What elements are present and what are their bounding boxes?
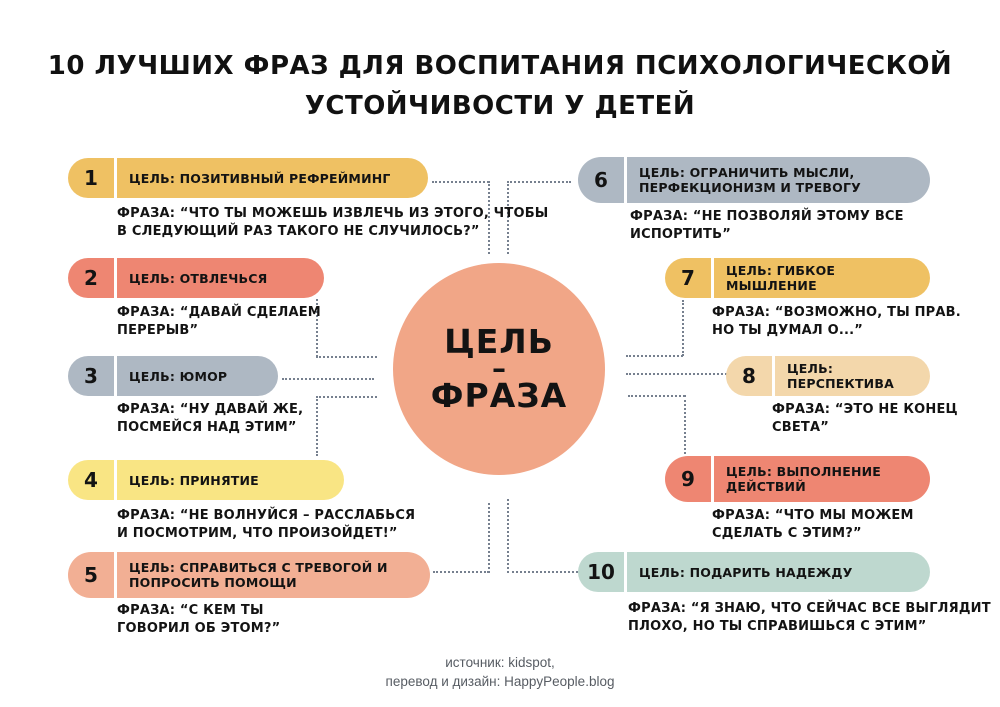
pill-divider <box>711 456 714 502</box>
item-7-pill: 7 ЦЕЛЬ: ГИБКОЕ МЫШЛЕНИЕ <box>665 258 930 298</box>
pill-divider <box>114 460 117 500</box>
item-goal: ЦЕЛЬ: ОГРАНИЧИТЬ МЫСЛИ, ПЕРФЕКЦИОНИЗМ И … <box>639 165 861 195</box>
center-word-phrase: ФРАЗА <box>430 376 568 415</box>
item-goal: ЦЕЛЬ: ГИБКОЕ МЫШЛЕНИЕ <box>726 263 836 293</box>
footer-credit: источник: kidspot, перевод и дизайн: Hap… <box>385 655 615 689</box>
item-phrase: ФРАЗА: “ВОЗМОЖНО, ТЫ ПРАВ. НО ТЫ ДУМАЛ О… <box>712 305 961 338</box>
center-dash: – <box>492 352 506 385</box>
item-goal: ЦЕЛЬ: ВЫПОЛНЕНИЕ ДЕЙСТВИЙ <box>726 464 882 494</box>
item-number: 3 <box>84 364 98 388</box>
connector-line <box>682 300 684 356</box>
item-goal: ЦЕЛЬ: ПЕРСПЕКТИВА <box>787 361 894 391</box>
pill-divider <box>114 552 117 598</box>
item-phrase: ФРАЗА: “ЭТО НЕ КОНЕЦ СВЕТА” <box>772 402 958 435</box>
connector-line <box>316 396 318 456</box>
item-goal: ЦЕЛЬ: ПОЗИТИВНЫЙ РЕФРЕЙМИНГ <box>129 170 391 186</box>
connector-line <box>433 571 489 573</box>
page-title: 10 ЛУЧШИХ ФРАЗ ДЛЯ ВОСПИТАНИЯ ПСИХОЛОГИЧ… <box>47 51 953 121</box>
item-6-pill: 6 ЦЕЛЬ: ОГРАНИЧИТЬ МЫСЛИ, ПЕРФЕКЦИОНИЗМ … <box>578 157 930 203</box>
item-3-pill: 3 ЦЕЛЬ: ЮМОР <box>68 356 278 396</box>
item-9-pill: 9 ЦЕЛЬ: ВЫПОЛНЕНИЕ ДЕЙСТВИЙ <box>665 456 930 502</box>
item-phrase: ФРАЗА: “НЕ ПОЗВОЛЯЙ ЭТОМУ ВСЕ ИСПОРТИТЬ” <box>630 209 904 242</box>
pill-divider <box>624 552 627 592</box>
connector-line <box>628 395 685 397</box>
connector-line <box>316 396 377 398</box>
item-number: 7 <box>681 266 695 290</box>
connector-line <box>626 373 727 375</box>
pill-divider <box>772 356 775 396</box>
item-goal: ЦЕЛЬ: ОТВЛЕЧЬСЯ <box>129 270 268 286</box>
pill-divider <box>114 258 117 298</box>
pill-divider <box>114 158 117 198</box>
item-10-pill: 10 ЦЕЛЬ: ПОДАРИТЬ НАДЕЖДУ <box>578 552 930 592</box>
connector-line <box>316 356 377 358</box>
connector-line <box>507 181 509 254</box>
connector-line <box>316 299 318 357</box>
item-number: 1 <box>84 166 98 190</box>
item-goal: ЦЕЛЬ: ПОДАРИТЬ НАДЕЖДУ <box>639 564 853 580</box>
item-phrase: ФРАЗА: “ЧТО МЫ МОЖЕМ СДЕЛАТЬ С ЭТИМ?” <box>712 508 914 541</box>
connector-line <box>507 499 509 573</box>
item-phrase: ФРАЗА: “НУ ДАВАЙ ЖЕ, ПОСМЕЙСЯ НАД ЭТИМ” <box>117 402 304 435</box>
item-number: 4 <box>84 468 98 492</box>
item-phrase: ФРАЗА: “С КЕМ ТЫ ГОВОРИЛ ОБ ЭТОМ?” <box>117 603 281 636</box>
pill-divider <box>711 258 714 298</box>
item-phrase: ФРАЗА: “ДАВАЙ СДЕЛАЕМ ПЕРЕРЫВ” <box>117 305 321 338</box>
item-number: 5 <box>84 563 98 587</box>
connector-line <box>507 571 578 573</box>
item-number: 6 <box>594 168 608 192</box>
item-number: 2 <box>84 266 98 290</box>
item-4-pill: 4 ЦЕЛЬ: ПРИНЯТИЕ <box>68 460 344 500</box>
item-phrase: ФРАЗА: “НЕ ВОЛНУЙСЯ – РАССЛАБЬСЯ И ПОСМО… <box>117 508 416 541</box>
item-number: 8 <box>742 364 756 388</box>
item-goal: ЦЕЛЬ: СПРАВИТЬСЯ С ТРЕВОГОЙ И ПОПРОСИТЬ … <box>129 560 388 590</box>
item-1-pill: 1 ЦЕЛЬ: ПОЗИТИВНЫЙ РЕФРЕЙМИНГ <box>68 158 428 198</box>
connector-line <box>432 181 489 183</box>
item-5-pill: 5 ЦЕЛЬ: СПРАВИТЬСЯ С ТРЕВОГОЙ И ПОПРОСИТ… <box>68 552 430 598</box>
item-number: 9 <box>681 467 695 491</box>
item-phrase: ФРАЗА: “Я ЗНАЮ, ЧТО СЕЙЧАС ВСЕ ВЫГЛЯДИТ … <box>628 601 991 634</box>
item-2-pill: 2 ЦЕЛЬ: ОТВЛЕЧЬСЯ <box>68 258 324 298</box>
item-goal: ЦЕЛЬ: ЮМОР <box>129 368 228 384</box>
connector-line <box>626 355 683 357</box>
connector-line <box>488 181 490 254</box>
connector-line <box>488 503 490 573</box>
connector-line <box>282 378 374 380</box>
item-phrase: ФРАЗА: “ЧТО ТЫ МОЖЕШЬ ИЗВЛЕЧЬ ИЗ ЭТОГО, … <box>117 206 549 239</box>
center-circle: ЦЕЛЬ – ФРАЗА <box>393 263 605 475</box>
item-8-pill: 8 ЦЕЛЬ: ПЕРСПЕКТИВА <box>726 356 930 396</box>
pill-divider <box>624 157 627 203</box>
connector-line <box>684 395 686 454</box>
item-number: 10 <box>587 560 615 584</box>
center-word-goal: ЦЕЛЬ <box>444 322 554 361</box>
pill-divider <box>114 356 117 396</box>
connector-line <box>507 181 571 183</box>
item-goal: ЦЕЛЬ: ПРИНЯТИЕ <box>129 472 259 488</box>
